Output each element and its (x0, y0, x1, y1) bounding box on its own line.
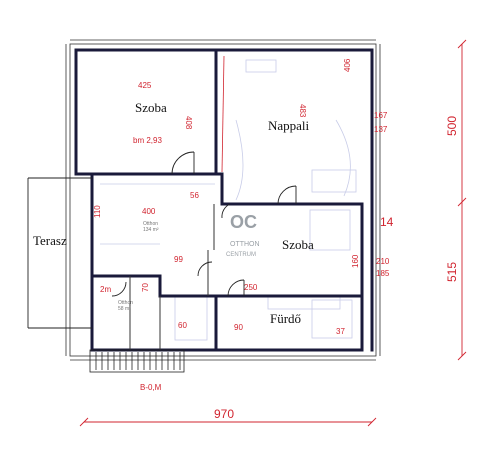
room-label-furdo: Fürdő (270, 311, 301, 326)
annotation-406: 406 (343, 58, 352, 72)
annotation-bottom-m: B-0,M (140, 383, 162, 392)
annotation-400: 400 (142, 207, 156, 216)
annotation-14: 14 (380, 215, 394, 229)
room-label-szoba-1: Szoba (135, 100, 167, 115)
annotation-37: 37 (336, 327, 345, 336)
terrace-outline (27, 177, 92, 329)
outer-walls-thin (65, 39, 381, 361)
room-tag-otthon-1: Otthon (143, 221, 158, 227)
room-tag-otthon-1-area: 134 m² (143, 227, 159, 233)
dimension-total-width: 970 (214, 407, 234, 421)
annotation-185: 185 (376, 269, 390, 278)
annotation-425: 425 (138, 81, 152, 90)
annotation-210: 210 (376, 257, 390, 266)
watermark: OC OTTHON CENTRUM (226, 212, 260, 258)
watermark-line2: CENTRUM (226, 252, 256, 258)
annotation-70: 70 (141, 283, 150, 292)
room-label-terasz: Terasz (33, 233, 67, 248)
annotation-90: 90 (234, 323, 243, 332)
annotation-137: 137 (374, 125, 388, 134)
annotation-408: 408 (184, 116, 193, 130)
room-label-szoba-2: Szoba (282, 237, 314, 252)
room-tag-otthon-2-area: 58 m² (118, 306, 131, 312)
annotation-160: 160 (351, 254, 360, 268)
annotation-110: 110 (93, 205, 102, 218)
annotation-2m: 2m (100, 285, 111, 294)
annotation-483: 483 (298, 104, 307, 118)
dimension-right-top: 500 (445, 116, 459, 136)
annotation-250: 250 (244, 283, 258, 292)
watermark-line1: OTTHON (230, 241, 260, 248)
annotation-60: 60 (178, 321, 187, 330)
annotation-99: 99 (174, 255, 183, 264)
doors (111, 151, 297, 297)
furniture-sketch (100, 59, 357, 341)
annotation-56: 56 (190, 191, 199, 200)
red-guide-line (221, 55, 225, 173)
annotation-bm: bm 2,93 (133, 136, 162, 145)
red-annotations: 425 bm 2,93 408 406 483 167 137 14 400 1… (93, 58, 394, 392)
room-tag-otthon-2: Otthon (118, 300, 133, 306)
entrance-porch (89, 349, 185, 373)
room-label-nappali: Nappali (268, 118, 310, 133)
annotation-167: 167 (374, 111, 388, 120)
watermark-mark: OC (230, 212, 257, 232)
dimension-right-bottom: 515 (445, 262, 459, 282)
dimension-lines (79, 39, 467, 427)
walls (74, 48, 374, 352)
inner-walls-thin (129, 204, 215, 350)
